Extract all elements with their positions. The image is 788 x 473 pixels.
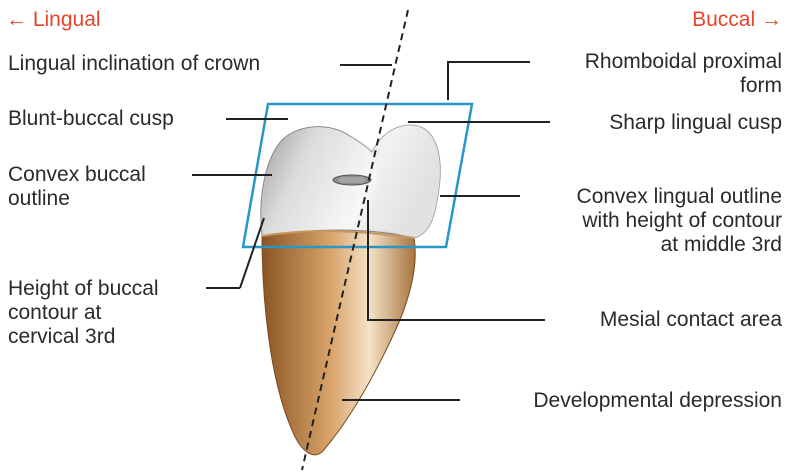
label-height-buccal-contour-line1: Height of buccal	[8, 277, 159, 301]
label-lingual-inclination: Lingual inclination of crown	[8, 52, 260, 76]
label-rhomboidal-form-line2: form	[585, 74, 782, 98]
label-height-buccal-contour-line2: contour at	[8, 301, 159, 325]
label-convex-lingual-outline-line1: Convex lingual outline	[577, 185, 782, 209]
label-blunt-buccal-cusp: Blunt-buccal cusp	[8, 107, 174, 131]
crown-shading	[368, 125, 440, 238]
label-rhomboidal-form: Rhomboidal proximal form	[585, 50, 782, 98]
label-rhomboidal-form-line1: Rhomboidal proximal	[585, 50, 782, 74]
label-convex-buccal-outline: Convex buccal outline	[8, 163, 146, 211]
label-mesial-contact-area: Mesial contact area	[600, 308, 782, 332]
label-developmental-depression: Developmental depression	[533, 389, 782, 413]
label-convex-buccal-outline-line2: outline	[8, 187, 146, 211]
label-convex-buccal-outline-line1: Convex buccal	[8, 163, 146, 187]
label-height-buccal-contour: Height of buccal contour at cervical 3rd	[8, 277, 159, 349]
buccal-direction-label: Buccal →	[692, 8, 782, 32]
lingual-direction-label: ← Lingual	[6, 8, 101, 32]
label-height-buccal-contour-line3: cervical 3rd	[8, 325, 159, 349]
tooth-root	[262, 230, 415, 455]
label-convex-lingual-outline: Convex lingual outline with height of co…	[577, 185, 782, 257]
label-sharp-lingual-cusp: Sharp lingual cusp	[609, 111, 782, 135]
label-convex-lingual-outline-line3: at middle 3rd	[577, 233, 782, 257]
label-convex-lingual-outline-line2: with height of contour	[577, 209, 782, 233]
